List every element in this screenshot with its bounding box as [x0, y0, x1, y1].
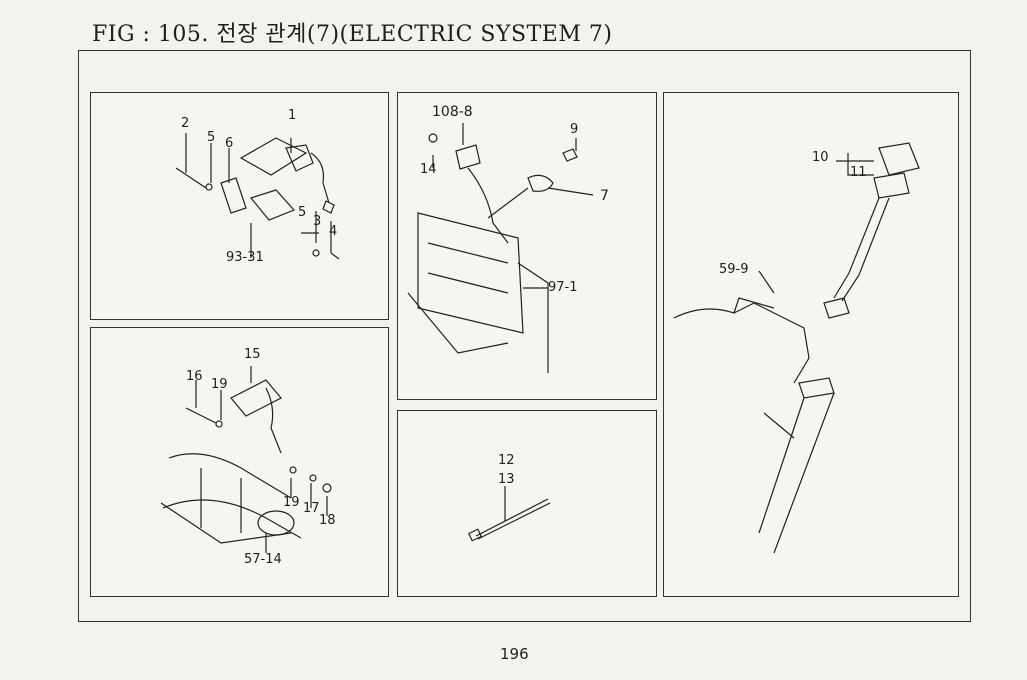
part-label: 5: [298, 205, 307, 220]
page-number: 196: [500, 645, 529, 663]
part-label: 19: [283, 495, 300, 510]
panel-bottom-left: 15 16 19 19 17 18 57-14: [90, 327, 389, 597]
figure-title: FIG : 105. 전장 관계(7)(ELECTRIC SYSTEM 7): [92, 22, 613, 47]
part-label: 7: [600, 188, 609, 204]
switch-harness-drawing: [673, 142, 920, 554]
part-label: 4: [329, 224, 338, 239]
part-label: 10: [812, 150, 829, 165]
panel-right: 10 11 59-9: [663, 92, 959, 597]
figure-frame: [78, 50, 971, 622]
part-label: 13: [498, 472, 515, 487]
part-label: 97-1: [548, 280, 578, 295]
part-label: 5: [207, 130, 216, 145]
panel-top-left: 1 2 5 6 5 3 4 93-31: [90, 92, 389, 320]
part-label: 15: [244, 347, 261, 362]
part-label: 16: [186, 369, 203, 384]
part-label: 3: [313, 214, 322, 229]
part-label: 12: [498, 453, 515, 468]
part-label: 108-8: [432, 104, 473, 120]
part-label: 18: [319, 513, 336, 528]
part-label: 11: [850, 165, 867, 180]
part-label: 57-14: [244, 552, 282, 567]
part-label: 14: [420, 162, 437, 177]
part-label: 17: [303, 501, 320, 516]
part-label: 6: [225, 136, 234, 151]
part-label: 9: [570, 122, 579, 137]
part-label: 59-9: [719, 262, 749, 277]
panel-middle-bottom: 12 13: [397, 410, 657, 597]
wiring-harness-drawing: [407, 123, 594, 373]
mount-bracket-drawing: [160, 366, 332, 553]
part-label: 93-31: [226, 250, 264, 265]
part-label: 19: [211, 377, 228, 392]
part-label: 1: [288, 108, 297, 123]
switch-bracket-drawing: [175, 133, 340, 260]
panel-middle-top: 108-8 14 9 7 97-1: [397, 92, 657, 400]
cable-tie-drawing: [467, 486, 551, 542]
part-label: 2: [181, 116, 190, 131]
